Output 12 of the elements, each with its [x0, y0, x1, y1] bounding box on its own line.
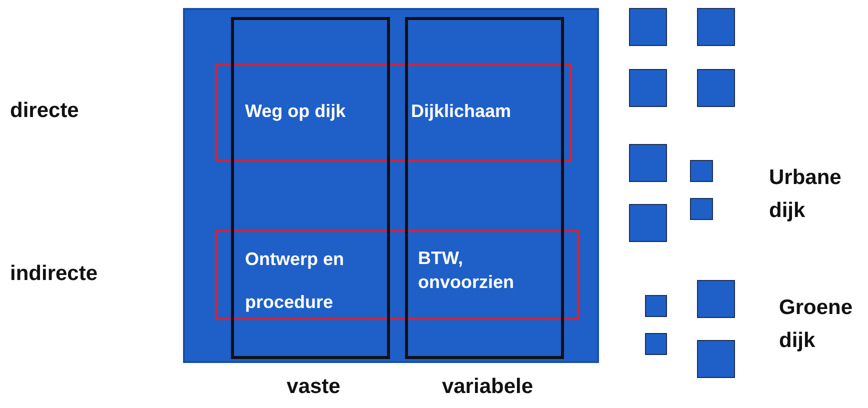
row-label: directe: [10, 98, 80, 124]
cell-text: Dijklichaam: [411, 100, 512, 123]
row-frame: [215, 230, 579, 320]
row-frame: [215, 64, 572, 162]
column-heading: variabele: [440, 375, 534, 399]
cell-text: BTW, onvoorzien: [418, 247, 516, 294]
category-label: Urbane dijk: [769, 165, 842, 224]
category-label: Groene dijk: [779, 295, 854, 354]
cell-text: Weg op dijk: [245, 100, 347, 123]
row-label: indirecte: [10, 261, 99, 287]
cell-text: Ontwerp en procedure: [245, 248, 346, 314]
column-heading: vaste: [286, 375, 342, 399]
